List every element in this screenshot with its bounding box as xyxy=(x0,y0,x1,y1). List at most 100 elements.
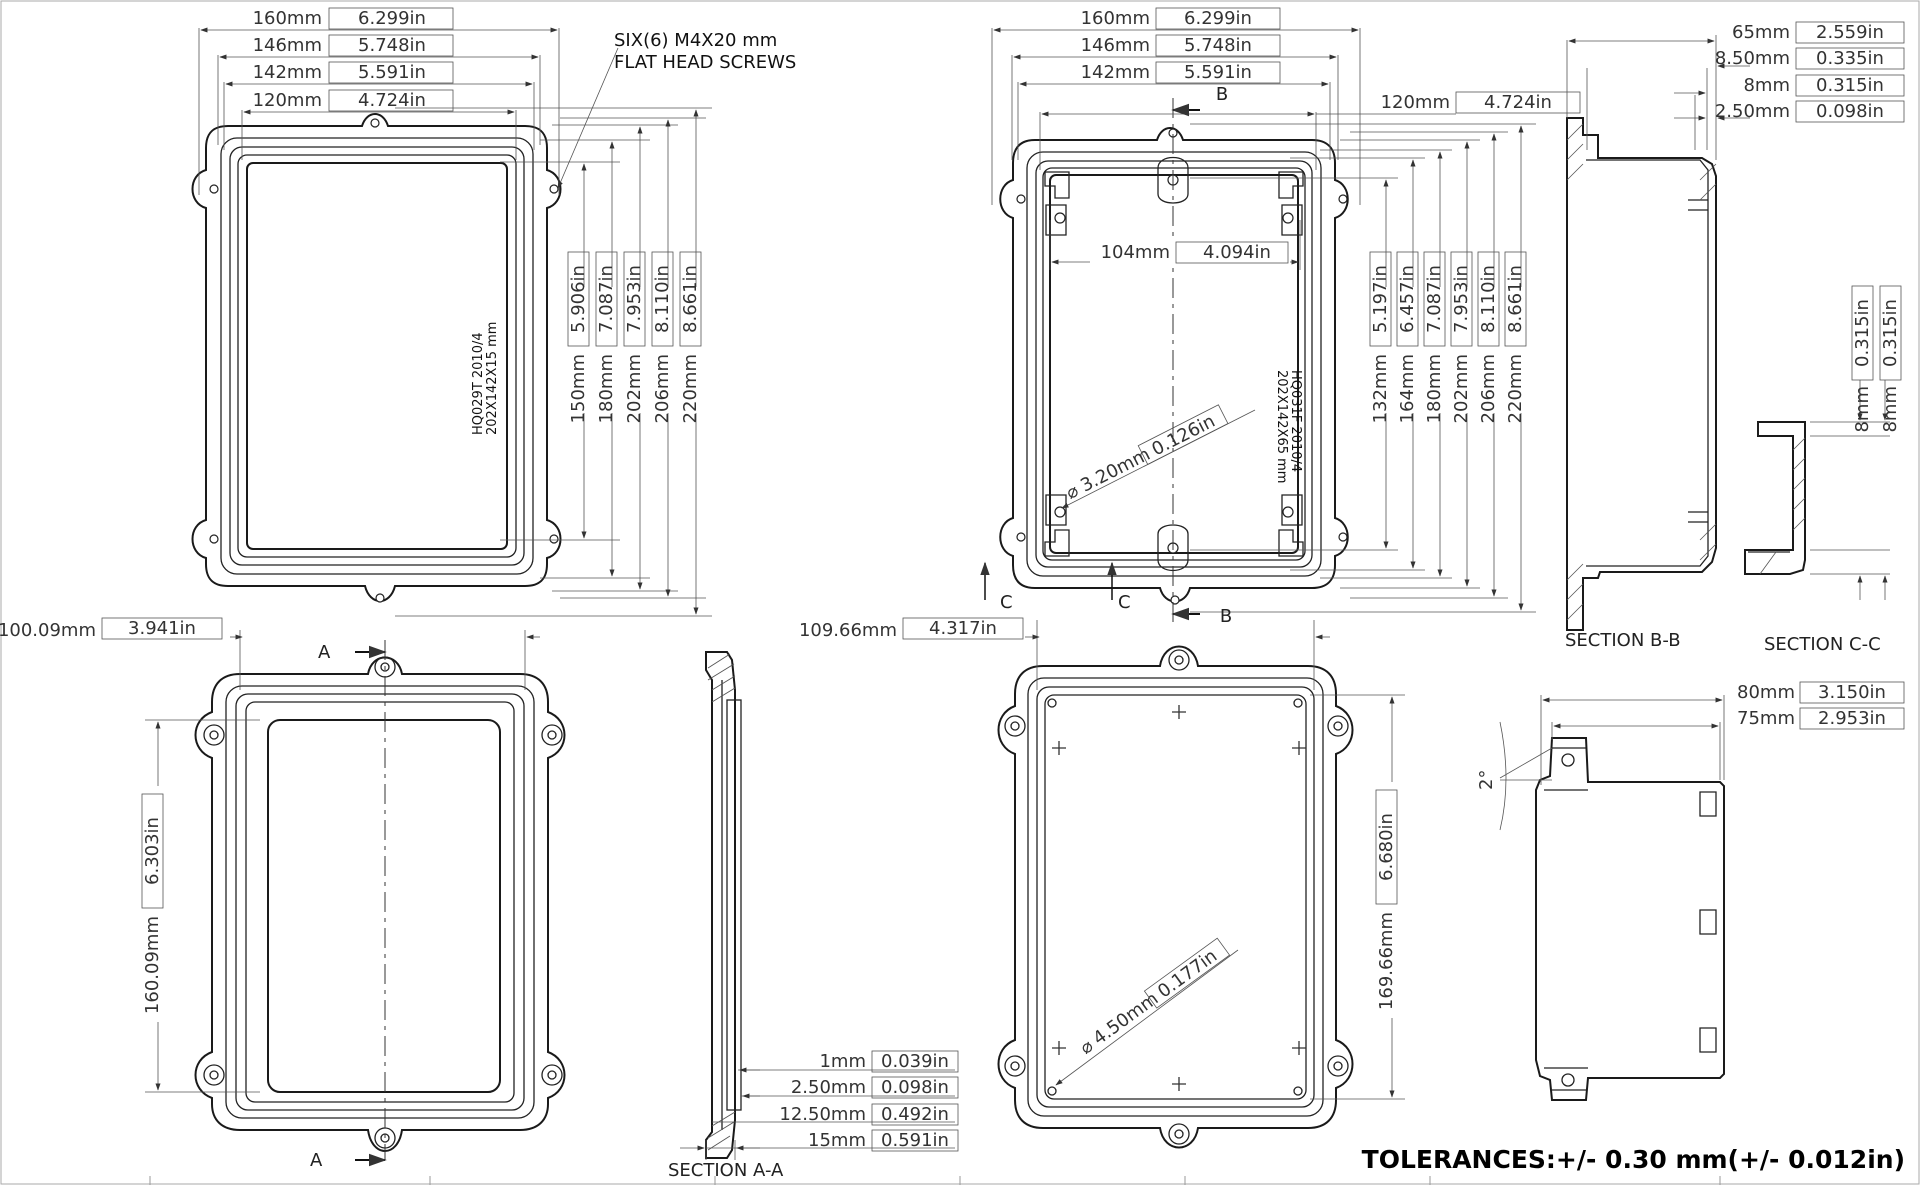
dim-v206-in: 8.110in xyxy=(1478,265,1499,333)
dim-142-in: 5.591in xyxy=(1184,62,1252,83)
center-marks xyxy=(1052,705,1306,1091)
dim-v180-in: 7.087in xyxy=(1424,265,1445,333)
dim-65-in: 2.559in xyxy=(1816,22,1884,43)
dim-120: 120mm xyxy=(1381,92,1450,113)
base-engraving-1: HQ031F 2010/4 xyxy=(1288,370,1303,472)
dim-v164-in: 6.457in xyxy=(1397,265,1418,333)
dim-hole: 4.50mm xyxy=(1089,988,1162,1049)
dim-aa-15: 15mm xyxy=(808,1130,866,1151)
dim-aa-15-in: 0.591in xyxy=(881,1130,949,1151)
dim-146: 146mm xyxy=(253,35,322,56)
lid-top-view: HQ029T 2010/4 202X142X15 mm xyxy=(191,113,562,603)
section-b-marker-bottom: B xyxy=(1220,606,1232,627)
dim-c-8b-in: 0.315in xyxy=(1880,299,1901,367)
dim-hole-in: 0.126in xyxy=(1148,411,1218,461)
dim-v132-in: 5.197in xyxy=(1370,265,1391,333)
dim-160-in: 6.299in xyxy=(358,8,426,29)
dim-109: 109.66mm xyxy=(799,620,897,641)
dim-8-in: 0.315in xyxy=(1816,75,1884,96)
dim-65: 65mm xyxy=(1732,22,1790,43)
section-b-marker-top: B xyxy=(1216,84,1228,105)
dim-100-in: 3.941in xyxy=(128,618,196,639)
base-top-view: HQ031F 2010/4 202X142X65 mm xyxy=(999,98,1349,625)
section-cc-hatching xyxy=(1759,437,1806,575)
dim-hole-in: 0.177in xyxy=(1154,945,1221,1002)
dim-v202: 202mm xyxy=(1451,354,1472,423)
section-c-marker-left: C xyxy=(1000,592,1013,613)
section-a-marker-bottom: A xyxy=(310,1150,323,1171)
dim-hole: 3.20mm xyxy=(1077,444,1153,497)
dim-146-in: 5.748in xyxy=(1184,35,1252,56)
dim-100: 100.09mm xyxy=(0,620,96,641)
section-bb-hatching xyxy=(1566,123,1717,621)
section-bb-label: SECTION B-B xyxy=(1565,630,1681,651)
dim-v169-in: 6.680in xyxy=(1376,813,1397,881)
dim-v202-in: 7.953in xyxy=(624,265,645,333)
dim-aa-2-50: 2.50mm xyxy=(791,1077,866,1098)
dim-v206: 206mm xyxy=(1478,354,1499,423)
dim-146-in: 5.748in xyxy=(358,35,426,56)
dim-v160-in: 6.303in xyxy=(142,817,163,885)
section-a-marker-top: A xyxy=(318,642,331,663)
dim-c-8a-in: 0.315in xyxy=(1852,299,1873,367)
dim-8-50-in: 0.335in xyxy=(1816,48,1884,69)
dim-aa-1-in: 0.039in xyxy=(881,1051,949,1072)
dim-v150-in: 5.906in xyxy=(568,265,589,333)
dim-v220: 220mm xyxy=(1505,354,1526,423)
section-aa-view: 1mm 0.039in 2.50mm 0.098in 12.50mm 0.492… xyxy=(668,651,959,1181)
section-c-marker-right: C xyxy=(1118,592,1131,613)
dim-104: 104mm xyxy=(1101,242,1170,263)
dim-142: 142mm xyxy=(1081,62,1150,83)
base-top-dimensions: 160mm 6.299in 146mm 5.748in 142mm 5.591i… xyxy=(980,7,1581,627)
section-bb-view: 65mm 2.559in 8.50mm 0.335in 8mm 0.315in … xyxy=(1565,21,1905,651)
dim-v132: 132mm xyxy=(1370,354,1391,423)
dim-2-50-in: 0.098in xyxy=(1816,101,1884,122)
dim-2-50: 2.50mm xyxy=(1715,101,1790,122)
lid-engraving-1: HQ029T 2010/4 xyxy=(471,332,486,435)
dim-v169: 169.66mm xyxy=(1376,912,1397,1010)
dim-v160: 160.09mm xyxy=(142,916,163,1014)
dim-v180: 180mm xyxy=(1424,354,1445,423)
section-aa-hatching xyxy=(707,653,736,1151)
draft-angle: 2° xyxy=(1476,770,1497,790)
dim-109-in: 4.317in xyxy=(929,618,997,639)
dim-v220-in: 8.661in xyxy=(680,265,701,333)
base-engraving-2: 202X142X65 mm xyxy=(1274,370,1289,483)
screws-note-1: SIX(6) M4X20 mm xyxy=(614,30,777,51)
dim-v202-in: 7.953in xyxy=(1451,265,1472,333)
dim-104-in: 4.094in xyxy=(1203,242,1271,263)
sheet-frame-ticks xyxy=(149,1176,1721,1185)
dim-120-in: 4.724in xyxy=(1484,92,1552,113)
lid-engraving-2: 202X142X15 mm xyxy=(485,322,500,435)
dim-c-8b: 8mm xyxy=(1880,386,1901,433)
dim-146: 146mm xyxy=(1081,35,1150,56)
lid-top-dimensions: 160mm 6.299in 146mm 5.748in 142mm 5.591i… xyxy=(198,7,796,617)
dim-v206: 206mm xyxy=(652,354,673,423)
dim-aa-12-50-in: 0.492in xyxy=(881,1104,949,1125)
section-aa-label: SECTION A-A xyxy=(668,1160,784,1181)
dim-75-in: 2.953in xyxy=(1818,708,1886,729)
dim-142: 142mm xyxy=(253,62,322,83)
dim-8-50: 8.50mm xyxy=(1715,48,1790,69)
dim-80-in: 3.150in xyxy=(1818,682,1886,703)
dim-120: 120mm xyxy=(253,90,322,111)
dim-75: 75mm xyxy=(1737,708,1795,729)
dim-160: 160mm xyxy=(253,8,322,29)
dim-v220-in: 8.661in xyxy=(1505,265,1526,333)
dim-aa-12-50: 12.50mm xyxy=(779,1104,866,1125)
screws-note-2: FLAT HEAD SCREWS xyxy=(614,52,796,73)
section-cc-view: 8mm 0.315in 8mm 0.315in SECTION C-C xyxy=(1744,285,1902,655)
dim-120-in: 4.724in xyxy=(358,90,426,111)
dim-v206-in: 8.110in xyxy=(652,265,673,333)
dim-aa-1: 1mm xyxy=(819,1051,866,1072)
dim-8: 8mm xyxy=(1743,75,1790,96)
dim-v202: 202mm xyxy=(624,354,645,423)
section-cc-label: SECTION C-C xyxy=(1764,634,1881,655)
dim-142-in: 5.591in xyxy=(358,62,426,83)
lid-bottom-view: A A 100.09mm 3.941in 160.09mm 6.303in xyxy=(0,617,566,1171)
dim-c-8a: 8mm xyxy=(1852,386,1873,433)
tolerance-note: TOLERANCES:+/- 0.30 mm(+/- 0.012in) xyxy=(1362,1145,1905,1174)
dim-v180-in: 7.087in xyxy=(596,265,617,333)
